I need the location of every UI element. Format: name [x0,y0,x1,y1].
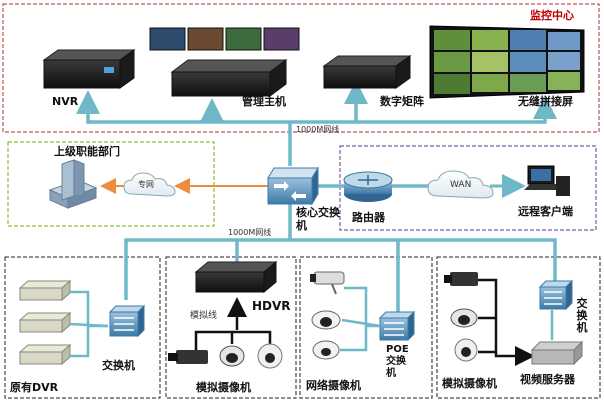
analog-camera-1-label: 模拟摄像机 [196,381,251,394]
remote-client-label: 远程客户端 [518,205,573,218]
superior-dept-label: 上级职能部门 [54,145,120,158]
dvr-unit-3 [18,343,72,366]
video-wall-label: 无缝拼接屏 [518,95,573,108]
remote-zone-border [339,145,597,231]
building-icon [48,159,98,209]
analog-line-link [194,297,272,350]
network-camera-links [340,286,381,352]
wan-label: WAN [450,180,472,190]
bottom-link-label: 1000M网线 [228,228,272,237]
router-icon [343,171,393,202]
remote-client-icon [524,165,570,196]
dvr-unit-1 [18,279,72,302]
dome-camera-icon [311,310,341,330]
core-switch-icon [267,166,319,206]
dome-camera-icon [219,345,245,367]
hdvr-icon [194,260,278,294]
dome-camera-icon [257,343,283,369]
analog-box-camera-icon [444,272,478,286]
network-camera-label: 网络摄像机 [306,379,361,392]
private-net-cloud [123,172,176,197]
management-host-icon [149,27,300,97]
switch-left-label: 交换机 [102,359,135,372]
video-wall-icon [429,25,585,99]
legacy-dvr-label: 原有DVR [10,381,59,394]
router-label: 路由器 [352,211,385,224]
poe-switch-label: POE交换机 [386,344,409,379]
video-server-links [478,278,535,366]
switch-right-icon [538,279,574,311]
bullet-camera-icon [310,271,345,295]
wan-cloud [427,170,494,199]
monitoring-center-border [2,3,600,133]
switch-right-label: 交换机 [576,297,588,334]
dome-camera-icon [454,338,478,362]
dvr-unit-2 [18,311,72,334]
monitoring-center-label: 监控中心 [530,9,574,22]
video-server-border [436,256,601,399]
legacy-dvr-border [4,256,161,399]
analog-camera-2-label: 模拟摄像机 [442,377,497,390]
core-switch-label: 核心交换机 [296,206,340,232]
legacy-dvr-stack [18,279,109,366]
analog-box-camera-icon [168,350,208,364]
analog-hdvr-border [165,256,297,399]
video-server-icon [530,340,584,366]
digital-matrix-icon [322,55,412,89]
analog-line-label: 模拟线 [190,311,218,321]
superior-dept-border [7,141,215,227]
digital-matrix-label: 数字矩阵 [380,95,424,108]
nvr-label: NVR [52,95,79,108]
top-link-label: 1000M网线 [296,125,340,134]
video-server-label: 视频服务器 [520,373,575,386]
poe-switch-icon [378,310,416,342]
hdvr-label: HDVR [252,299,291,313]
dome-camera-icon [450,308,478,328]
private-net-label: 专网 [138,180,154,189]
network-camera-border [299,256,433,399]
dome-camera-icon [312,340,340,360]
switch-left-icon [108,304,146,338]
mgmt-host-label: 管理主机 [242,95,286,108]
nvr-icon [42,49,136,89]
